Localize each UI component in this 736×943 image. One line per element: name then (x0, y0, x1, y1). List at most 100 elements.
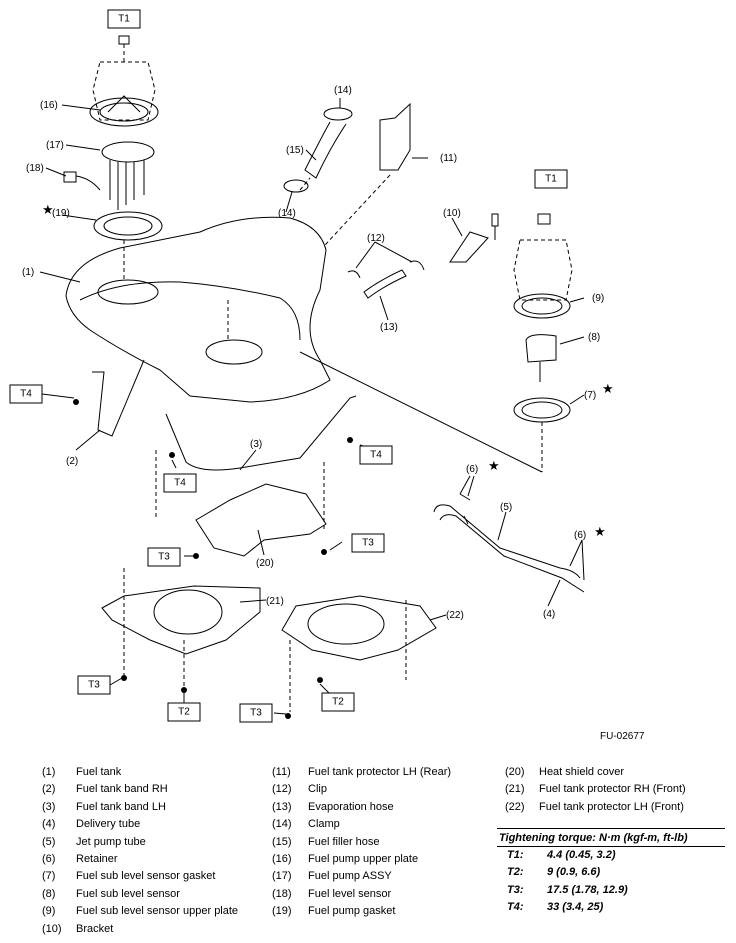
torque-box-t1: T1 (118, 14, 130, 25)
legend-item: (8) Fuel sub level sensor (42, 886, 238, 903)
callout-20: (20) (256, 558, 274, 569)
torque-box-t2: T2 (178, 707, 190, 718)
legend-item: (17)Fuel pump ASSY (272, 868, 451, 885)
legend-item: (12) Clip (272, 781, 451, 798)
legend-item-number: (17) (272, 870, 292, 883)
callout-1: (1) (22, 267, 34, 278)
legend-item-number: (21) (505, 783, 525, 796)
torque-box-t2: T2 (332, 697, 344, 708)
callout-2: (2) (66, 456, 78, 467)
fuel-pump-assy-drawing (63, 141, 155, 210)
legend-item-number: (7) (42, 870, 56, 883)
torque-box-t3: T3 (362, 538, 374, 549)
legend-item-number: (8) (42, 887, 56, 900)
torque-key: T2: (507, 866, 524, 879)
legend-item: (1) Fuel tank (42, 764, 238, 781)
torque-key: T4: (507, 901, 524, 914)
legend-column-2: (11)Fuel tank protector LH (Rear) (12) Cli… (272, 764, 451, 921)
legend-item-number: (12) (272, 783, 292, 796)
torque-box-t3: T3 (88, 680, 100, 691)
callout-5: (5) (500, 502, 512, 513)
torque-box-t4: T4 (174, 478, 186, 489)
callout-17: (17) (46, 140, 64, 151)
torque-value: 33 (3.4, 25) (547, 901, 604, 914)
legend-item-name: Fuel pump upper plate (308, 853, 419, 866)
legend-item: (6) Retainer (42, 851, 238, 868)
fuel-tank-band-rh-drawing (92, 359, 145, 437)
legend-item: (11)Fuel tank protector LH (Rear) (272, 764, 451, 781)
legend-item-number: (9) (42, 905, 56, 918)
star-marker-icon: ★ (602, 382, 614, 397)
legend-item: (15)Fuel filler hose (272, 834, 451, 851)
legend-item-number: (3) (42, 800, 56, 813)
torque-row: T1:4.4 (0.45, 3.2) (497, 847, 725, 864)
legend-item: (7) Fuel sub level sensor gasket (42, 868, 238, 885)
legend-item: (10)Bracket (42, 921, 238, 938)
callout-4: (4) (543, 609, 555, 620)
torque-row: T4: 33 (3.4, 25) (497, 899, 725, 916)
callout-12: (12) (367, 233, 385, 244)
tightening-torque-table: Tightening torque: N·m (kgf-m, ft-lb) T1… (497, 828, 725, 917)
legend-item-name: Fuel tank (76, 766, 122, 778)
legend-item-number: (16) (272, 853, 292, 866)
figure-code: FU-02677 (600, 731, 645, 742)
legend-item-number: (22) (505, 800, 525, 813)
legend-item: (4)Delivery tube (42, 816, 238, 833)
callout-15: (15) (286, 145, 304, 156)
legend-item-name: Fuel level sensor (308, 887, 392, 900)
legend-item-name: Bracket (76, 922, 114, 935)
legend-item-name: Fuel sub level sensor gasket (76, 870, 216, 883)
legend-item-name: Fuel sub level sensor (76, 887, 180, 900)
legend-item: (21) Fuel tank protector RH (Front) (505, 781, 686, 798)
legend-item-number: (1) (42, 766, 56, 778)
legend-item: (9) Fuel sub level sensor upper plate (42, 903, 238, 920)
legend-item-number: (18) (272, 887, 292, 900)
legend-item-name: Fuel tank protector LH (Rear) (308, 766, 452, 778)
legend-item-name: Evaporation hose (308, 800, 394, 813)
torque-row: T2: 9 (0.9, 6.6) (497, 864, 725, 881)
torque-value: 17.5 (1.78, 12.9) (547, 883, 628, 896)
legend-item-number: (14) (272, 818, 292, 831)
legend-item-number: (6) (42, 853, 56, 866)
legend-item-name: Fuel sub level sensor upper plate (76, 905, 239, 918)
legend-item: (13) Evaporation hose (272, 799, 451, 816)
legend-item-number: (4) (42, 818, 56, 831)
heat-shield-cover-drawing (195, 483, 327, 557)
legend-item-name: Retainer (76, 853, 118, 866)
torque-box-t4: T4 (370, 450, 382, 461)
callout-7: (7) (584, 390, 596, 401)
legend-item-name: Clip (308, 783, 327, 796)
torque-value: 4.4 (0.45, 3.2) (547, 849, 616, 861)
legend-item: (2)Fuel tank band RH (42, 781, 238, 798)
legend-item-number: (20) (505, 766, 525, 778)
star-marker-icon: ★ (42, 203, 54, 218)
fuel-tank-protector-rh-front-drawing (101, 585, 261, 655)
fuel-tank-drawing (65, 216, 331, 403)
legend-item: (22)Fuel tank protector LH (Front) (505, 799, 686, 816)
torque-rows: T1:4.4 (0.45, 3.2)T2:9 (0.9, 6.6)T3:17.5… (497, 847, 725, 917)
callout-19: (19) (52, 208, 70, 219)
torque-box-t4: T4 (20, 389, 32, 400)
callout-14: (14) (334, 85, 352, 96)
callout-9: (9) (592, 293, 604, 304)
legend-item-name: Fuel tank protector RH (Front) (539, 783, 686, 796)
exploded-parts-diagram: ★ ★ ★ ★ T1 T1 T4 T4 T4 T3 T3 T3 T3 T2 T2… (9, 9, 614, 723)
star-marker-icon: ★ (488, 459, 500, 474)
fuel-pump-gasket-drawing (93, 211, 163, 241)
legend-item-name: Fuel filler hose (308, 835, 380, 848)
legend-item: (18) Fuel level sensor (272, 886, 451, 903)
callout-6: (6) (574, 530, 586, 541)
legend-item: (16) Fuel pump upper plate (272, 851, 451, 868)
legend-item-number: (13) (272, 800, 292, 813)
torque-box-t3: T3 (158, 552, 170, 563)
torque-heading: Tightening torque: N·m (kgf-m, ft-lb) (497, 828, 725, 847)
torque-value: 9 (0.9, 6.6) (547, 866, 601, 879)
callout-10: (10) (443, 208, 461, 219)
fuel-tank-protector-lh-front-drawing (281, 595, 437, 661)
callout-8: (8) (588, 332, 600, 343)
legend-item-name: Fuel pump gasket (308, 905, 396, 918)
callout-16: (16) (40, 100, 58, 111)
legend-item-name: Clamp (308, 818, 340, 831)
callout-14: (14) (278, 208, 296, 219)
star-marker-icon: ★ (594, 525, 606, 540)
